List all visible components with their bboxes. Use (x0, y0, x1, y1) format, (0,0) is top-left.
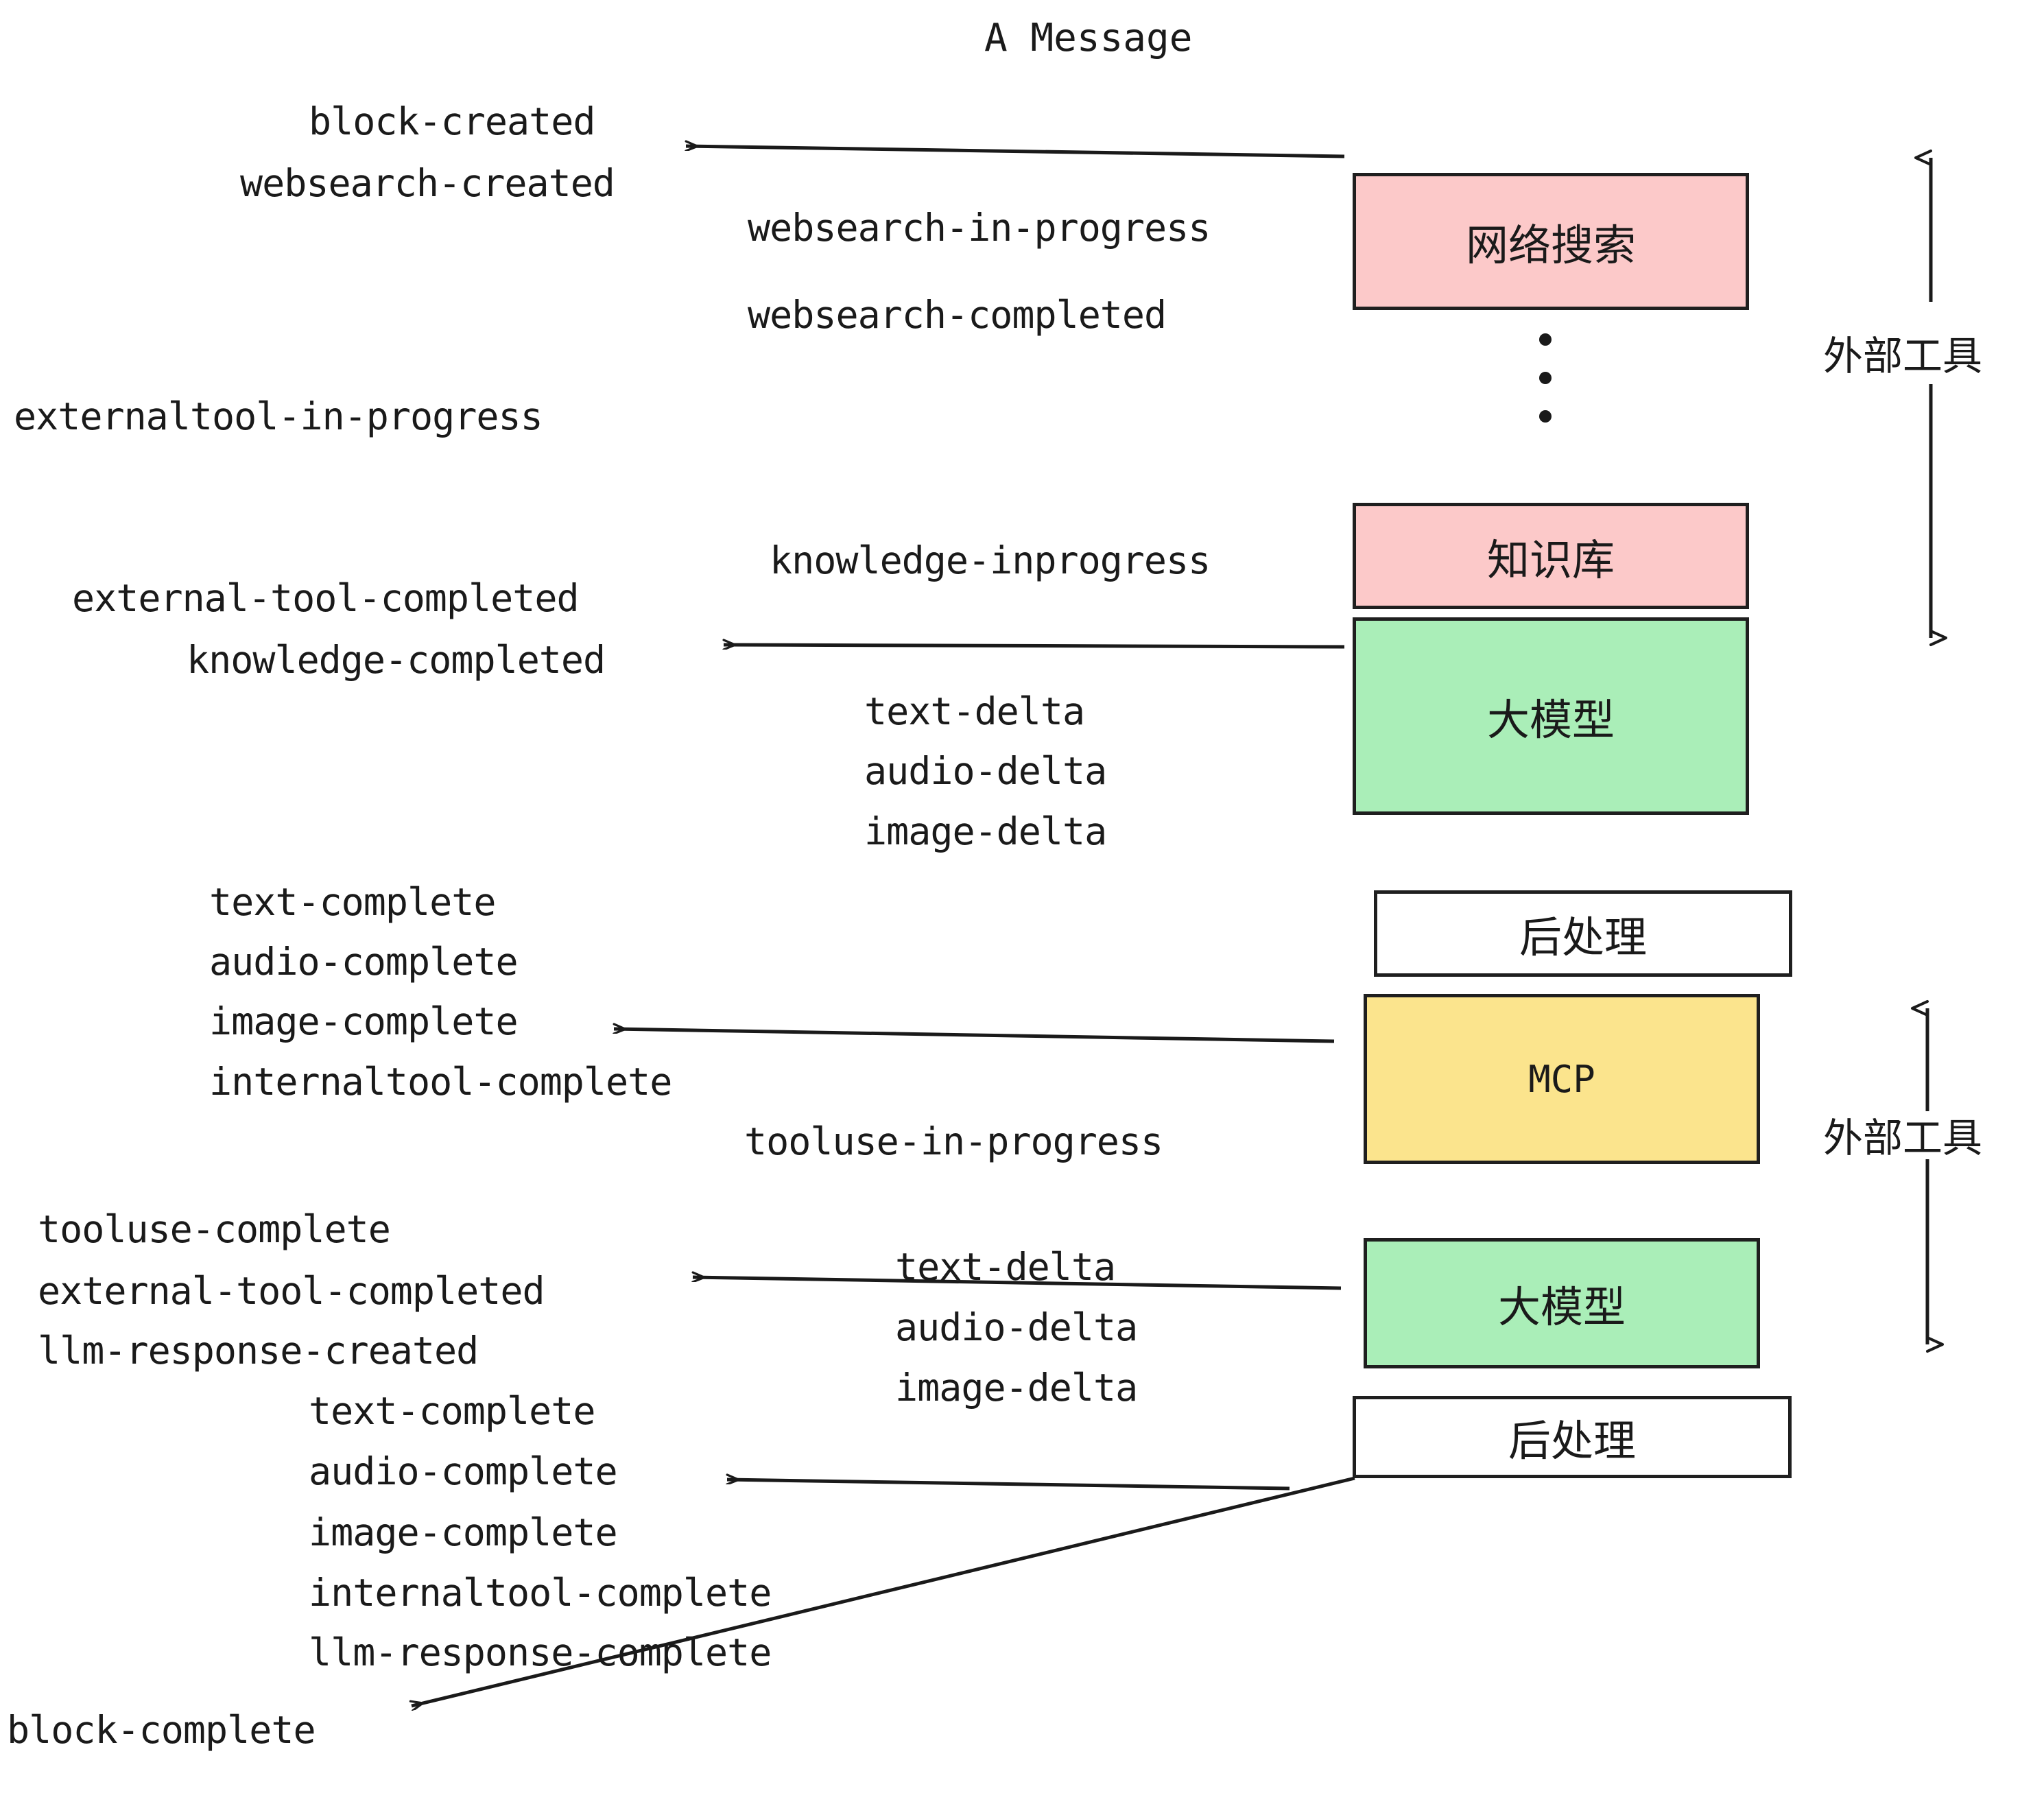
event-label-external-tool-completed-2: external-tool-completed (38, 1269, 545, 1313)
node-llm-2: 大模型 (1364, 1238, 1760, 1368)
node-postprocess-1: 后处理 (1374, 890, 1792, 977)
arrow-audio-complete (727, 1480, 1290, 1491)
event-label-knowledge-inprogress: knowledge-inprogress (770, 538, 1211, 582)
event-label-websearch-completed: websearch-completed (748, 293, 1167, 337)
event-label-tooluse-in-progress: tooluse-in-progress (744, 1119, 1163, 1163)
event-label-externaltool-in-progress: externaltool-in-progress (14, 394, 543, 438)
vertical-ellipsis-icon (1538, 333, 1552, 423)
event-label-image-delta-2: image-delta (895, 1366, 1138, 1410)
event-label-knowledge-completed: knowledge-completed (187, 638, 606, 682)
event-label-websearch-created: websearch-created (240, 161, 615, 205)
node-mcp: MCP (1364, 994, 1760, 1164)
event-label-internaltool-complete-2: internaltool-complete (309, 1571, 772, 1615)
event-label-tooluse-complete: tooluse-complete (38, 1207, 391, 1251)
event-label-image-complete-2: image-complete (309, 1510, 618, 1554)
event-label-audio-delta-1: audio-delta (864, 749, 1107, 793)
event-label-external-tool-completed-1: external-tool-completed (72, 576, 580, 620)
event-label-audio-complete-1: audio-complete (209, 940, 519, 984)
arrow-websearch-created (686, 146, 1345, 158)
event-label-text-delta-1: text-delta (864, 689, 1085, 733)
node-knowledge: 知识库 (1353, 503, 1749, 609)
event-label-block-complete: block-complete (7, 1708, 316, 1752)
node-websearch: 网络搜索 (1353, 173, 1749, 310)
event-label-audio-complete-2: audio-complete (309, 1449, 618, 1493)
event-label-text-delta-2: text-delta (895, 1245, 1116, 1289)
event-label-audio-delta-2: audio-delta (895, 1305, 1138, 1349)
arrow-knowledge-completed (724, 645, 1345, 647)
node-llm-1: 大模型 (1353, 617, 1749, 815)
event-label-block-created: block-created (309, 99, 595, 143)
event-label-text-complete-1: text-complete (209, 880, 496, 924)
group-label-external-tools-top: 外部工具 (1823, 333, 1983, 379)
event-label-llm-response-created: llm-response-created (38, 1329, 479, 1373)
node-postprocess-2: 后处理 (1353, 1396, 1792, 1478)
group-label-external-tools-bottom: 外部工具 (1823, 1115, 1983, 1161)
event-label-image-delta-1: image-delta (864, 809, 1107, 853)
event-label-text-complete-2: text-complete (309, 1389, 595, 1433)
event-label-websearch-in-progress: websearch-in-progress (748, 206, 1211, 250)
event-label-llm-response-complete: llm-response-complete (309, 1630, 772, 1674)
event-label-image-complete-1: image-complete (209, 999, 519, 1043)
page-title: A Message (984, 16, 1193, 60)
event-label-internaltool-complete-1: internaltool-complete (209, 1060, 672, 1104)
arrow-image-complete (614, 1029, 1335, 1043)
